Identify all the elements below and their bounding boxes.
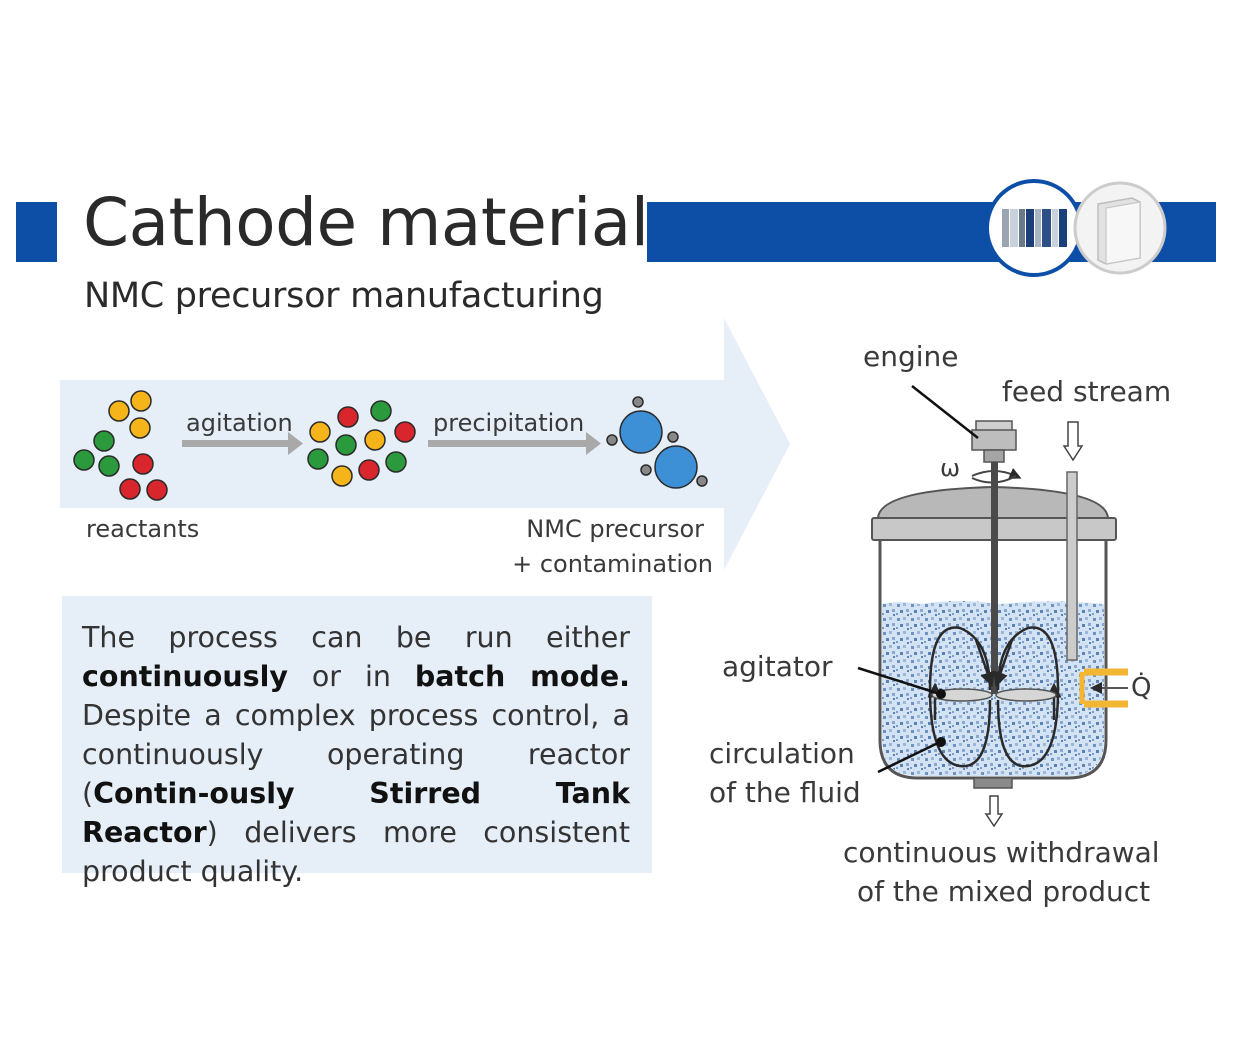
agitator-blades (931, 688, 1057, 702)
engine-label: engine (863, 340, 959, 373)
withdrawal-arrow (984, 795, 1004, 828)
feed-stream-label: feed stream (1002, 375, 1172, 408)
reactant-particles (73, 390, 168, 501)
pouch-cell-icon (1073, 181, 1167, 275)
withdrawal-label-line2: of the mixed product (857, 875, 1151, 908)
mixed-particles (307, 400, 416, 487)
agitator-pointer-dot (936, 689, 946, 699)
description-text: The process can be run either continuous… (82, 621, 630, 888)
precursor-label: NMC precursor (526, 515, 704, 543)
precipitation-arrow (428, 432, 601, 455)
feed-pipe (1062, 421, 1084, 661)
agitator-label: agitator (722, 650, 833, 683)
agitator-shaft (991, 462, 998, 694)
circulation-label-line1: circulation (709, 737, 855, 770)
page-subtitle: NMC precursor manufacturing (84, 276, 604, 316)
page-title: Cathode material (83, 184, 649, 261)
agitation-arrow (182, 432, 303, 455)
precursor-particles (606, 396, 708, 489)
header-icons (985, 179, 1167, 277)
circulation-pointer-dot (936, 737, 946, 747)
heat-flow-icon (1079, 668, 1128, 708)
withdrawal-label-line1: continuous withdrawal (843, 836, 1160, 869)
agitation-label: agitation (186, 409, 293, 437)
header-accent-left (16, 202, 57, 262)
description-box: The process can be run either continuous… (62, 596, 652, 888)
precipitation-label: precipitation (433, 409, 585, 437)
contamination-label: + contamination (512, 550, 713, 578)
reactants-label: reactants (86, 515, 200, 543)
battery-cell-stack-icon (985, 179, 1083, 277)
process-flow-arrow (60, 318, 790, 570)
omega-label: ω (940, 454, 961, 482)
heat-label: Q̇ (1131, 673, 1152, 703)
circulation-label-line2: of the fluid (709, 776, 861, 809)
leader-lines (857, 385, 979, 774)
